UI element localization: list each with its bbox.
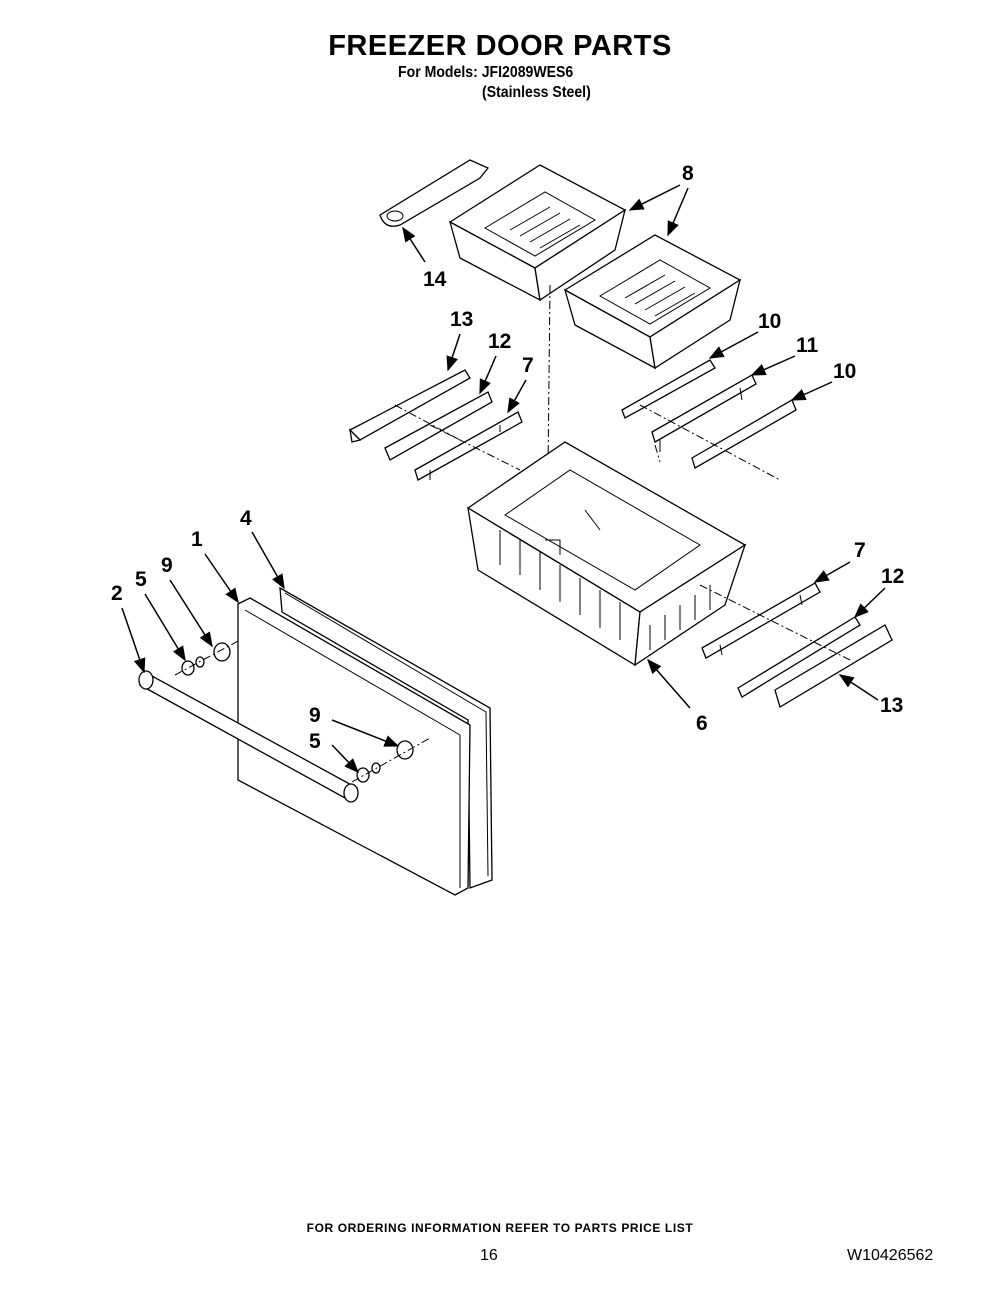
model-finish: (Stainless Steel): [482, 84, 591, 101]
callout-7: 7: [854, 539, 866, 562]
handle-mount-upper: [174, 639, 241, 676]
callout-12: 12: [881, 565, 904, 588]
part-8-basket-upper: [448, 164, 627, 302]
callout-5: 5: [309, 730, 321, 753]
part-14-trim: [379, 159, 490, 227]
part-10-rail-upper: [621, 359, 716, 419]
callout-10: 10: [758, 310, 781, 333]
part-13-rail-right: [774, 624, 893, 708]
leader-arrows: [121, 184, 886, 774]
callout-12: 12: [488, 330, 511, 353]
callout-9: 9: [309, 704, 321, 727]
callout-11: 11: [796, 334, 819, 357]
part-7-rail-left: [414, 411, 523, 481]
page-title: FREEZER DOOR PARTS: [328, 30, 672, 62]
callout-14: 14: [423, 268, 447, 291]
callout-2: 2: [111, 582, 123, 605]
part-7-rail-right: [701, 582, 821, 659]
part-1-freezer-door: [237, 597, 471, 896]
part-10-rail-lower: [691, 399, 797, 469]
callout-7: 7: [522, 354, 534, 377]
part-2-door-handle: [138, 670, 359, 803]
callout-8: 8: [682, 162, 694, 185]
callout-13: 13: [450, 308, 473, 331]
handle-mount-lower: [351, 737, 431, 783]
part-6-freezer-drawer: [466, 441, 747, 667]
part-13-rail-left: [348, 369, 471, 443]
callout-10: 10: [833, 360, 856, 383]
page-number: 16: [480, 1247, 498, 1264]
part-4-door-gasket: [279, 586, 493, 889]
part-8-basket-lower: [563, 234, 742, 370]
callout-4: 4: [240, 507, 252, 530]
callout-9: 9: [161, 554, 173, 577]
document-number: W10426562: [847, 1247, 934, 1264]
ordering-note: FOR ORDERING INFORMATION REFER TO PARTS …: [306, 1221, 694, 1235]
part-12-rail-left: [384, 391, 493, 461]
callout-5: 5: [135, 568, 147, 591]
part-12-rail-right: [737, 616, 861, 698]
callout-13: 13: [880, 694, 903, 717]
model-number: For Models: JFI2089WES6: [398, 64, 574, 81]
callout-1: 1: [191, 528, 203, 551]
callout-6: 6: [696, 712, 708, 735]
